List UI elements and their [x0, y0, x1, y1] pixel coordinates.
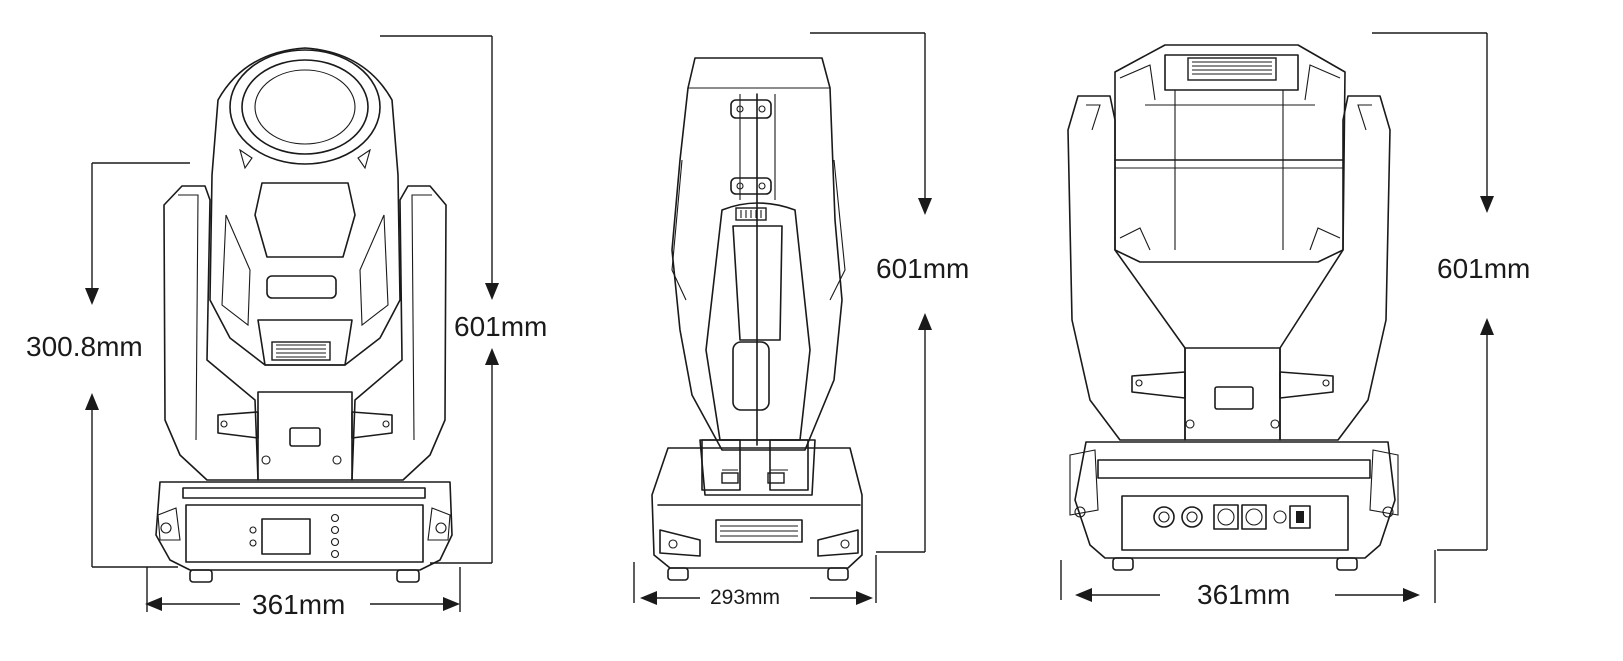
back-height-label: 601mm — [1437, 253, 1530, 284]
front-vent-slots — [276, 344, 326, 358]
rear-connector-panel — [1153, 504, 1311, 530]
back-width-label: 361mm — [1197, 579, 1290, 610]
side-height-label: 601mm — [876, 253, 969, 284]
front-view — [85, 35, 499, 612]
side-view — [633, 32, 932, 605]
side-width-label: 293mm — [710, 586, 780, 609]
back-view — [1060, 32, 1494, 603]
front-pan-height-label: 300.8mm — [26, 331, 143, 362]
front-width-label: 361mm — [252, 589, 345, 620]
front-height-label: 601mm — [454, 311, 547, 342]
